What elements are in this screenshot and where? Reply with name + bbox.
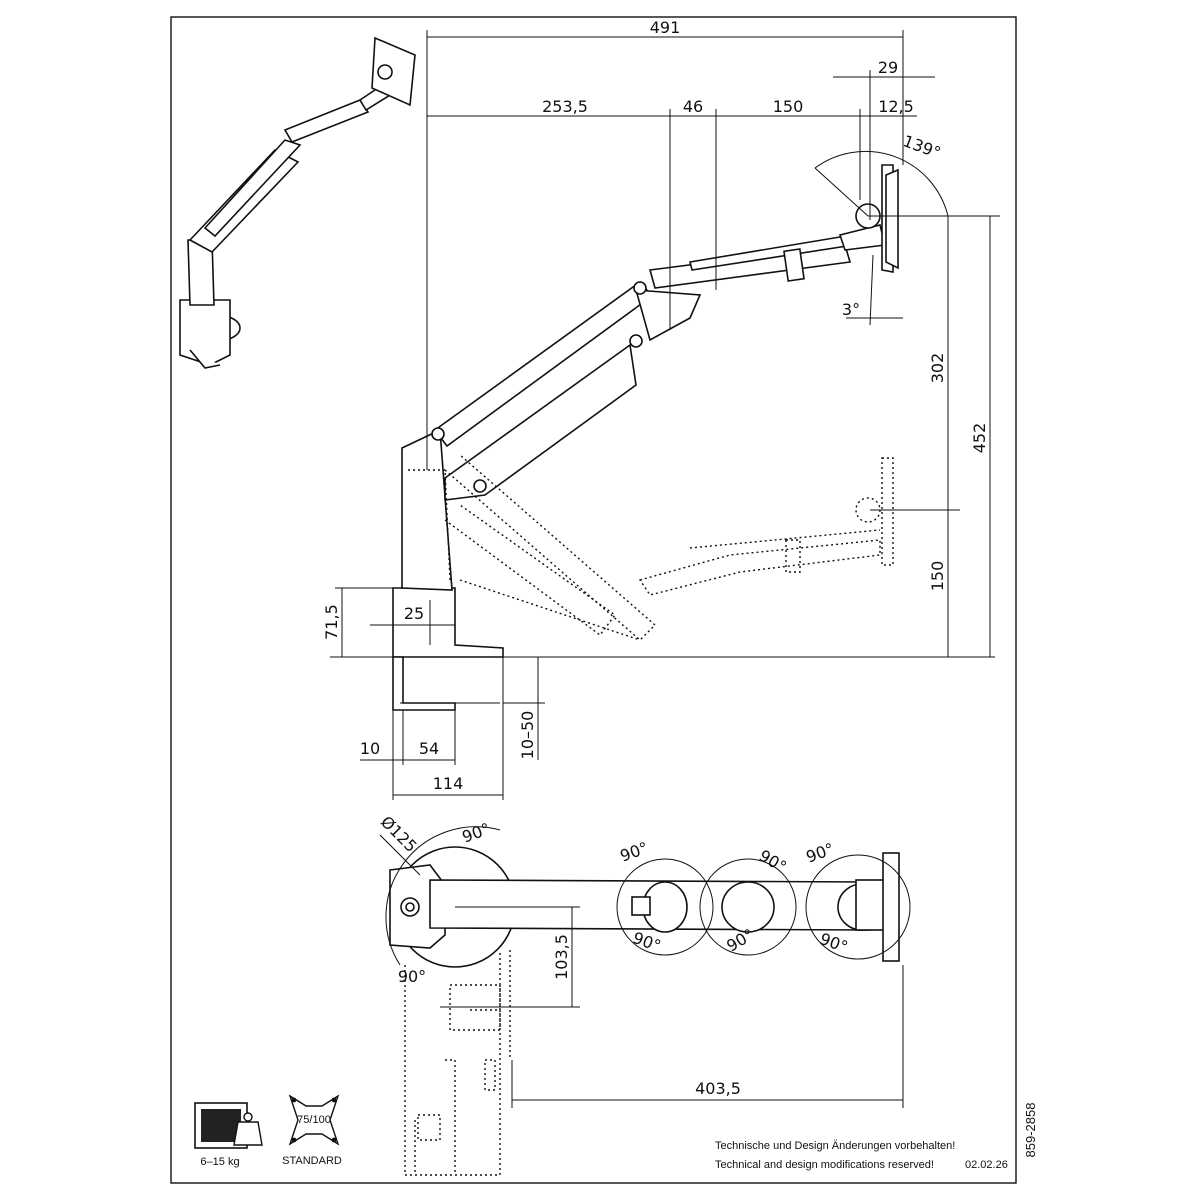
swivel-label-joint1-top: 90° — [618, 838, 651, 866]
dim-pole-width: 25 — [404, 604, 424, 623]
dim-height-upper: 302 — [928, 353, 947, 384]
swivel-label-pole-bottom: 90° — [398, 967, 426, 986]
dim-height-lower: 150 — [928, 561, 947, 592]
swivel-label-joint1-bottom: 90° — [630, 928, 663, 956]
article-number: 859-2858 — [1023, 1103, 1038, 1158]
dim-base-height: 71,5 — [322, 604, 341, 640]
top-view: 90° 90° 90° 90° 90° 90° 90° 90° Ø125 103… — [377, 812, 911, 1176]
revision-date: 02.02.26 — [965, 1159, 1008, 1171]
load-capacity-icon: 6–15 kg — [194, 1102, 263, 1168]
swivel-label-head-bottom: 90° — [817, 929, 850, 957]
dim-arm-reach: 403,5 — [695, 1079, 741, 1098]
disclaimer-english: Technical and design modifications reser… — [715, 1159, 934, 1171]
vesa-size-label: 75/100 — [297, 1114, 331, 1126]
vesa-caption: STANDARD — [282, 1155, 342, 1167]
vesa-icon: 75/100 STANDARD — [282, 1094, 342, 1167]
dim-clamp-range: 10–50 — [518, 711, 537, 760]
swivel-label-pole-top: 90° — [460, 819, 493, 847]
side-view: 491 29 253,5 46 150 12,5 139° 3° 302 452… — [322, 18, 1000, 800]
dim-clamp-lip: 10 — [360, 739, 380, 758]
dim-height-total: 452 — [970, 423, 989, 454]
swivel-label-joint2-top: 90° — [756, 846, 790, 877]
drawing-frame — [170, 16, 1017, 1184]
dim-disc-diameter: Ø125 — [377, 812, 421, 856]
load-capacity-label: 6–15 kg — [200, 1156, 239, 1168]
dim-plate-depth: 12,5 — [878, 97, 914, 116]
dim-base-depth: 114 — [433, 774, 464, 793]
dim-tilt-down: 3° — [842, 300, 860, 319]
dim-tilt-up: 139° — [901, 131, 944, 162]
perspective-view — [179, 36, 416, 369]
dim-segment-1: 253,5 — [542, 97, 588, 116]
dim-top-offset: 29 — [878, 58, 898, 77]
dim-segment-3: 150 — [773, 97, 804, 116]
dim-clamp-inner: 54 — [419, 739, 439, 758]
dim-segment-2: 46 — [683, 97, 703, 116]
disclaimer-german: Technische und Design Änderungen vorbeha… — [715, 1140, 955, 1152]
dim-pole-offset: 103,5 — [552, 934, 571, 980]
dim-total-reach: 491 — [650, 18, 681, 37]
